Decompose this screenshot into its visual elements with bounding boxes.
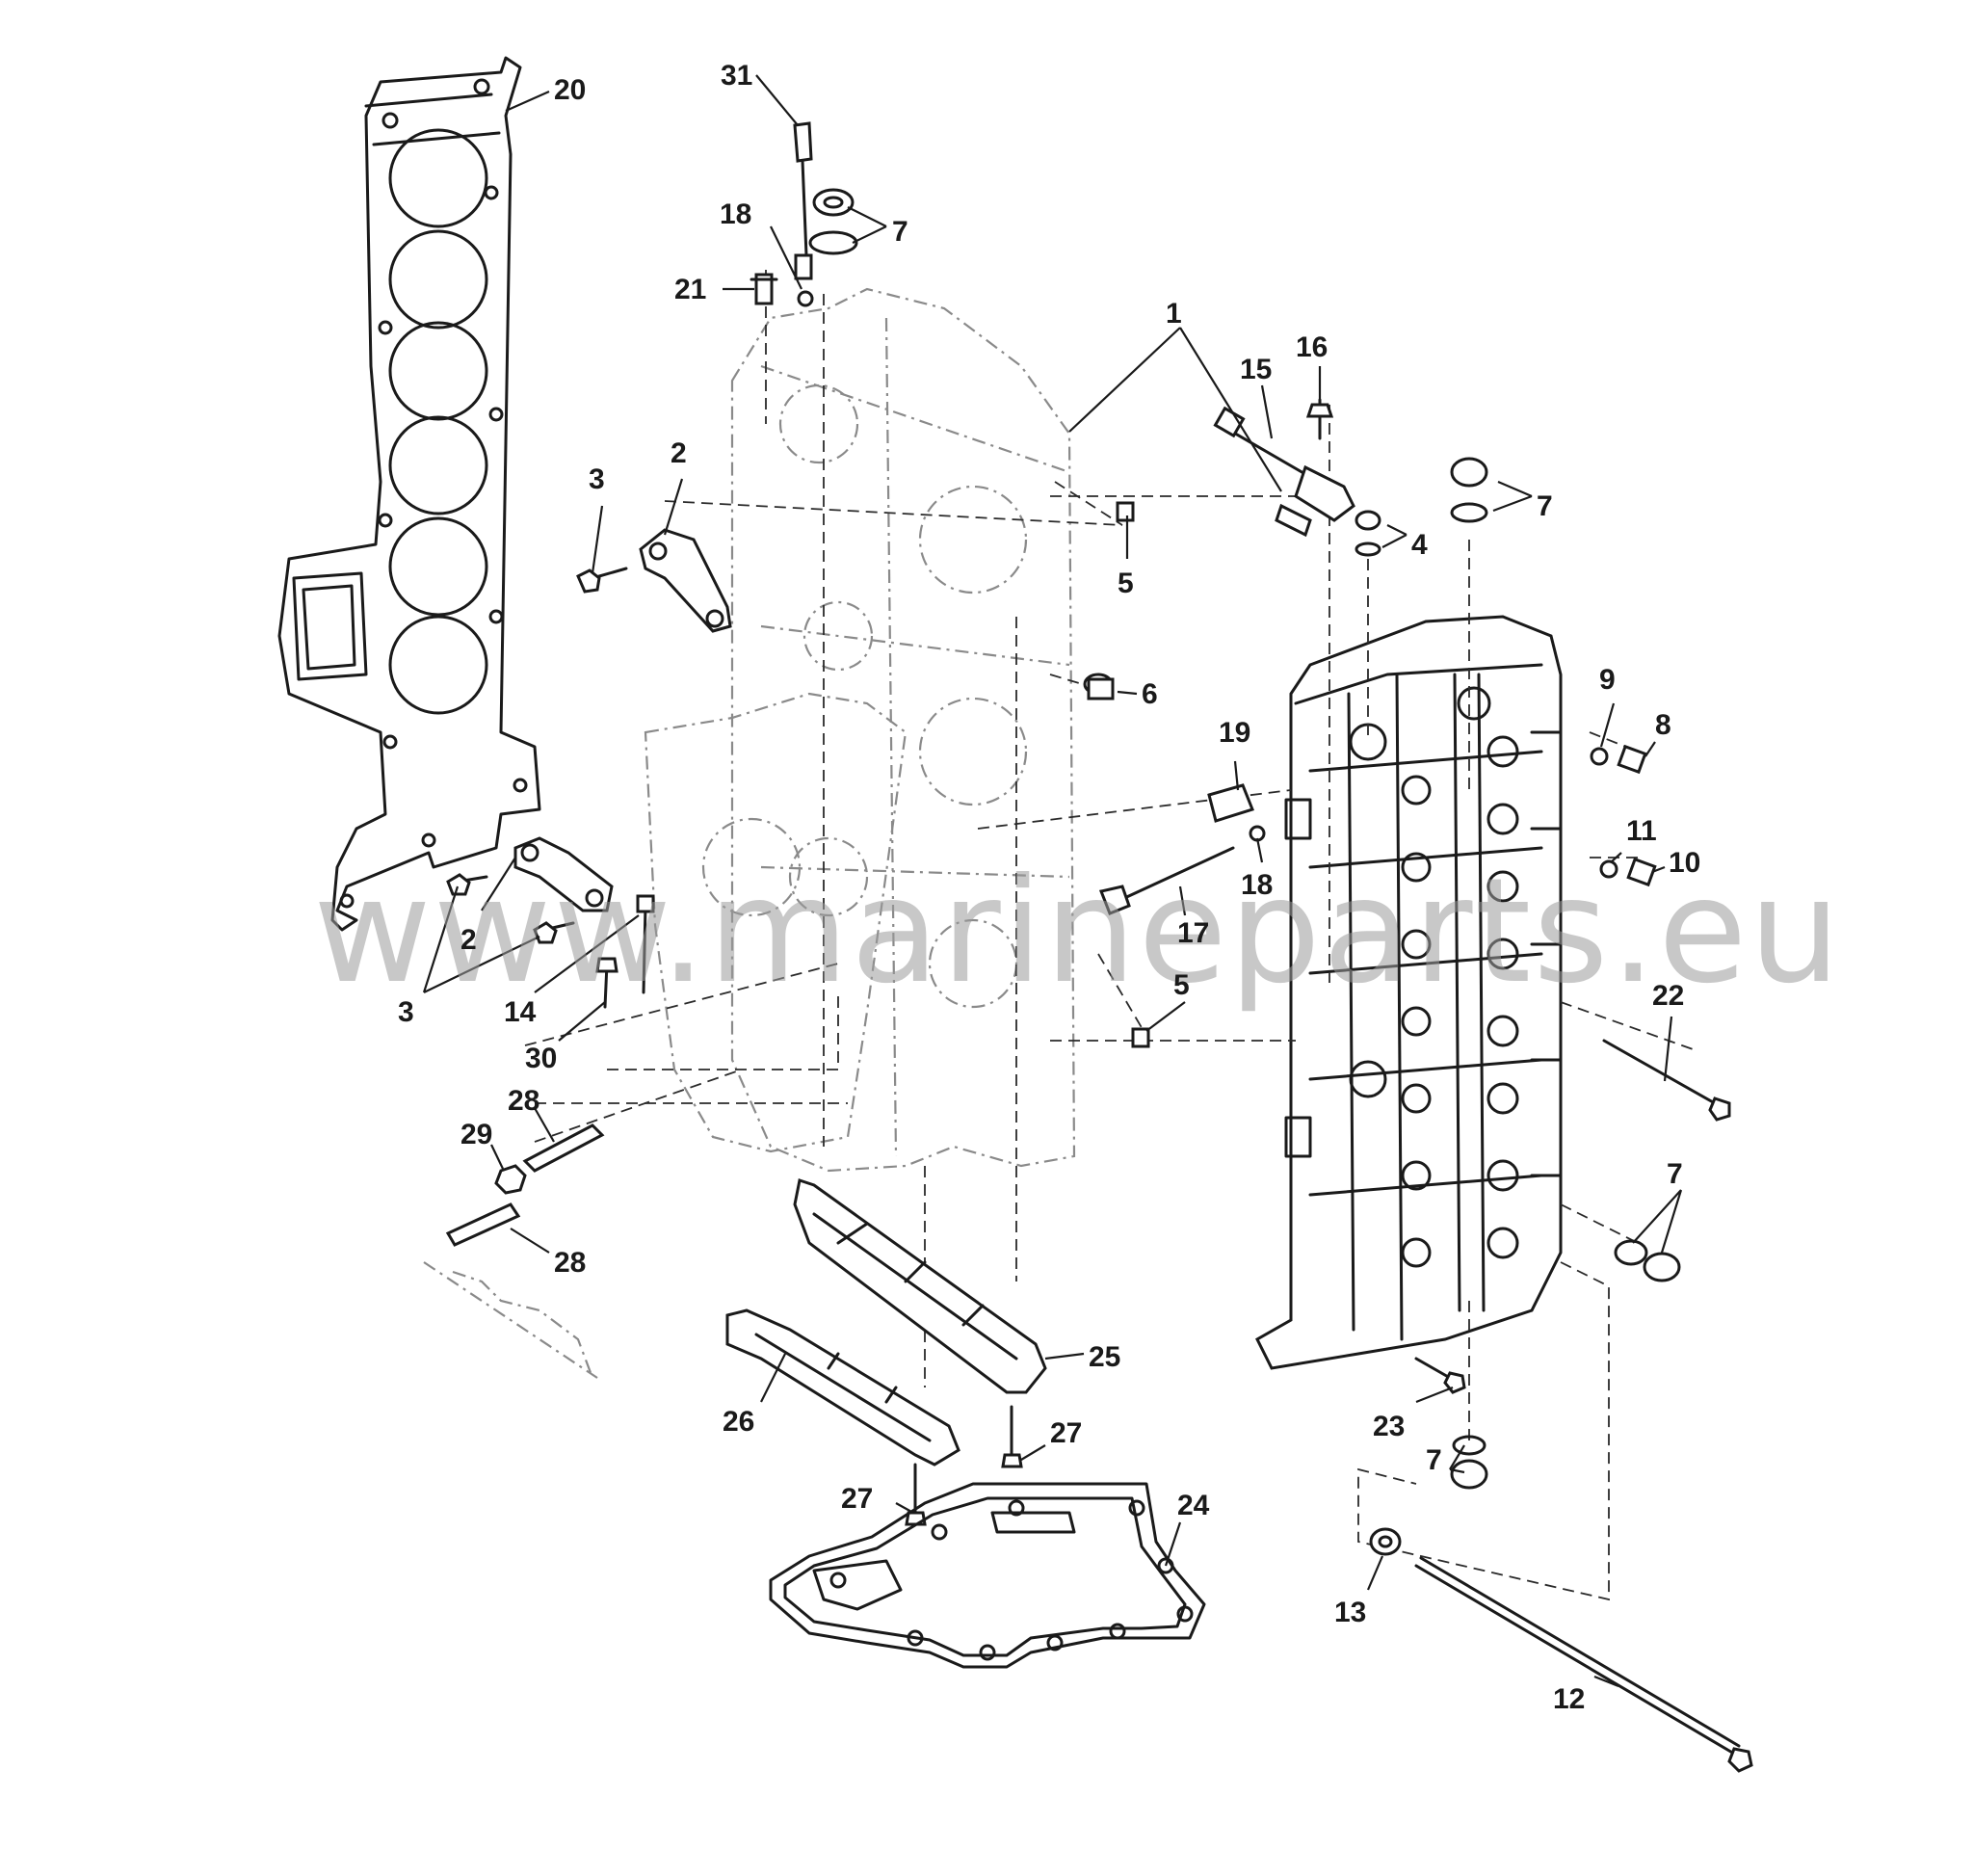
callout-7-top: 7 [892,216,908,248]
callout-27-right: 27 [1050,1417,1082,1449]
callout-21: 21 [674,274,706,305]
callout-10: 10 [1669,847,1700,879]
callout-12: 12 [1553,1683,1585,1715]
callout-25: 25 [1089,1341,1120,1373]
callout-7-lower-right: 7 [1667,1158,1683,1190]
callout-5-lower: 5 [1173,969,1190,1001]
callout-8: 8 [1655,709,1671,741]
callout-29: 29 [460,1119,492,1150]
bottom-gasket [769,1482,1206,1669]
watermark: www.marineparts.eu [313,848,1843,1016]
callout-28-upper: 28 [508,1085,539,1117]
callout-4: 4 [1411,529,1428,561]
callout-16: 16 [1296,331,1328,363]
callout-2-upper: 2 [671,437,687,469]
callout-15: 15 [1240,354,1272,385]
head-gasket [277,56,541,932]
callout-5-upper: 5 [1118,568,1134,599]
callout-27-left: 27 [841,1483,873,1515]
callout-7-bottom: 7 [1426,1444,1442,1476]
callout-26: 26 [723,1406,754,1438]
callout-numbers: 31 20 18 7 21 1 16 15 2 3 7 4 5 6 9 8 19… [398,60,1700,1715]
engine-block-ghost [423,287,1076,1379]
cylinder-head [1255,615,1563,1370]
callout-11: 11 [1626,815,1657,847]
callout-23: 23 [1373,1411,1405,1442]
callout-19: 19 [1219,717,1250,749]
callout-17: 17 [1177,917,1209,949]
leader-lines [422,74,1683,1688]
callout-13: 13 [1334,1597,1366,1628]
callout-20: 20 [554,74,586,106]
callout-3-upper: 3 [589,463,605,495]
callout-2-lower: 2 [460,924,477,956]
callout-22: 22 [1652,980,1684,1012]
callout-28-lower: 28 [554,1247,586,1279]
callout-3-lower: 3 [398,996,414,1028]
small-parts [445,121,1753,1773]
callout-18-top: 18 [720,198,751,230]
callout-24: 24 [1177,1490,1210,1521]
callout-30: 30 [525,1043,557,1074]
callout-14: 14 [504,996,537,1028]
callout-18-mid: 18 [1241,869,1273,901]
callout-31: 31 [721,60,752,92]
callout-6: 6 [1142,678,1158,710]
callout-9: 9 [1599,664,1616,696]
callout-1: 1 [1166,298,1182,330]
callout-7-right: 7 [1537,490,1553,522]
